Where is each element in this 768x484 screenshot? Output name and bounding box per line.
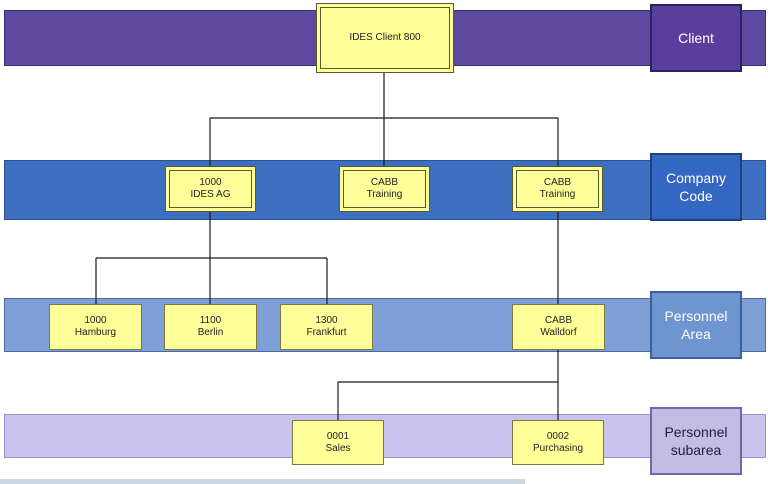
personnel-subarea-level-band	[4, 414, 766, 458]
node-pa-1100-name: Berlin	[197, 327, 224, 338]
node-cc-1000-name: IDES AG	[190, 189, 231, 200]
node-psa-0002-name: Purchasing	[532, 442, 584, 454]
node-pa-1000-name: Hamburg	[74, 327, 117, 338]
node-psa-0001-name: Sales	[325, 442, 351, 454]
level-label-client: Client	[650, 4, 742, 72]
bottom-edge-bar	[0, 479, 525, 484]
node-cc-cabb-1-name: Training	[366, 189, 403, 200]
node-pa-cabb: CABB Walldorf	[512, 304, 605, 350]
node-pa-1300-name: Frankfurt	[306, 327, 347, 338]
node-pa-cabb-name: Walldorf	[540, 327, 577, 338]
node-pa-1000: 1000 Hamburg	[49, 304, 142, 350]
node-psa-0002-code: 0002	[546, 430, 570, 442]
node-pa-1100-code: 1100	[199, 315, 222, 326]
level-label-personnel-area: Personnel Area	[650, 291, 742, 359]
level-label-personnel-subarea: Personnel subarea	[650, 407, 742, 475]
node-client-800-label: IDES Client 800	[349, 32, 421, 43]
node-pa-1100: 1100 Berlin	[164, 304, 257, 350]
node-cc-1000-code: 1000	[199, 177, 222, 188]
node-pa-1000-code: 1000	[84, 315, 107, 326]
node-psa-0001: 0001 Sales	[292, 420, 384, 465]
node-pa-cabb-code: CABB	[544, 315, 573, 326]
node-pa-1300: 1300 Frankfurt	[280, 304, 373, 350]
level-label-company-code: Company Code	[650, 153, 742, 221]
node-cc-cabb-1-code: CABB	[370, 177, 399, 188]
node-pa-1300-code: 1300	[315, 315, 338, 326]
node-cc-cabb-2: CABB Training	[512, 166, 603, 212]
node-cc-cabb-2-name: Training	[539, 189, 576, 200]
node-cc-1000: 1000 IDES AG	[165, 166, 256, 212]
node-cc-cabb-1: CABB Training	[339, 166, 430, 212]
node-psa-0001-code: 0001	[326, 430, 350, 442]
node-client-800: IDES Client 800	[316, 3, 454, 73]
node-cc-cabb-2-code: CABB	[543, 177, 572, 188]
node-psa-0002: 0002 Purchasing	[512, 420, 604, 465]
